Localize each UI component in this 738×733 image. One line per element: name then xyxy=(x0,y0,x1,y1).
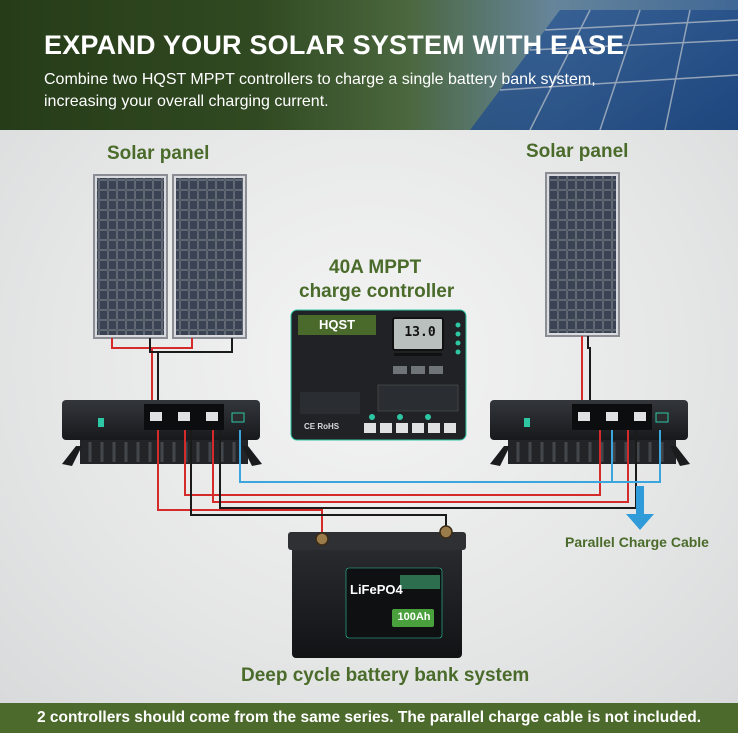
solar-panel-left-2 xyxy=(172,174,247,339)
label-controller-line2: charge controller xyxy=(299,281,455,302)
label-battery-system: Deep cycle battery bank system xyxy=(241,665,530,686)
diagram-graphics xyxy=(62,172,690,658)
controller-certification-badge: CE RoHS xyxy=(304,422,340,431)
footer-note: 2 controllers should come from the same … xyxy=(0,703,738,733)
controller-left-side xyxy=(62,400,262,466)
label-solar-panel-left: Solar panel xyxy=(107,143,210,164)
battery xyxy=(288,525,466,658)
header-solar-array-graphic xyxy=(0,0,738,130)
header-banner: EXPAND YOUR SOLAR SYSTEM WITH EASE Combi… xyxy=(0,0,738,130)
label-solar-panel-right: Solar panel xyxy=(526,141,629,162)
solar-panel-left-1 xyxy=(93,174,168,339)
panel-wires-left xyxy=(111,338,233,420)
battery-chemistry-label: LiFePO4 xyxy=(350,582,403,597)
controller-right-side xyxy=(490,400,690,466)
controller-battery-wires xyxy=(157,430,661,542)
solar-panel-right xyxy=(545,172,620,337)
controller-brand-logo: HQST xyxy=(298,315,376,335)
wiring-diagram: Solar panel Solar panel 40A MPPT charge … xyxy=(0,130,738,703)
battery-capacity-label: 100Ah xyxy=(397,611,431,623)
page-subtitle: Combine two HQST MPPT controllers to cha… xyxy=(44,71,596,110)
controller-front xyxy=(290,309,467,441)
label-controller-line1: 40A MPPT xyxy=(329,257,422,278)
controller-display-reading: 13.0 xyxy=(404,325,436,340)
parallel-cable-arrow-icon xyxy=(626,486,654,530)
label-parallel-charge-cable: Parallel Charge Cable xyxy=(565,534,709,550)
page-title: EXPAND YOUR SOLAR SYSTEM WITH EASE xyxy=(44,30,625,60)
